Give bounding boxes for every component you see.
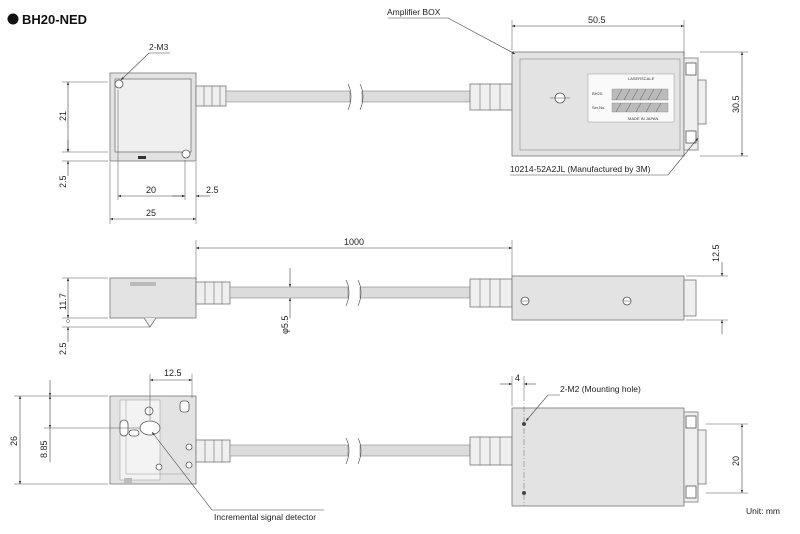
unit-label: Unit: mm [746,506,780,516]
dim-head-width-20: 20 [146,185,156,195]
cable-strain-relief-box [469,83,513,111]
dim-head-right-2-5: 2.5 [206,185,219,195]
box-label-plate: LASERSCALE BH20- Ser.No. MADE IN JAPAN [587,73,675,123]
dim-cable-diameter: φ5.5 [280,316,290,334]
dim-m2-offset-4: 4 [515,373,520,383]
amplifier-box-side [511,275,685,321]
bottom-view: 12.5 26 8.85 Incremental signal detector… [9,368,748,522]
title-bullet-icon [7,13,19,25]
dim-box-thickness-12-5: 12.5 [711,244,721,262]
detector-window-icon [139,420,161,436]
m2-hole-upper [522,422,526,426]
drawing-title: BH20-NED [22,12,87,27]
dim-box-width-50-5: 50.5 [588,15,606,25]
amplifier-box-bottom [511,407,685,507]
cable-top-left [225,90,351,103]
label-brand: LASERSCALE [628,76,655,81]
m3-hole-top-left [114,79,124,89]
sensor-head-window [114,78,192,153]
label-model: BH20- [592,91,604,96]
bottom-strain-relief-box [469,436,513,466]
m2-hole-lower [522,491,526,495]
head-detector-tip [143,317,157,328]
callout-incremental-detector: Incremental signal detector [214,512,316,522]
side-strain-relief-box [469,278,513,308]
callout-m2-holes: 2-M2 (Mounting hole) [560,384,641,394]
cable-break [347,83,364,111]
top-view: LASERSCALE BH20- Ser.No. MADE IN JAPAN 2… [58,7,748,224]
callout-amplifier-box: Amplifier BOX [387,7,441,17]
callout-connector: 10214-52A2JL (Manufactured by 3M) [510,164,651,174]
cable-strain-relief-head [195,85,227,107]
callout-m3-holes: 2-M3 [149,42,169,52]
dim-head-height-21: 21 [58,111,68,121]
side-cable-right [359,286,471,299]
side-strain-relief-head [195,281,231,305]
bottom-strain-relief-head [195,439,231,463]
dim-head-height-11-7: 11.7 [58,293,68,310]
bottom-cable-left [229,444,349,457]
dim-bottom-height-26: 26 [9,436,19,446]
dim-bottom-offset-8-85: 8.85 [39,440,49,458]
dim-m2-pitch-20: 20 [731,456,741,466]
dim-head-width-25: 25 [146,208,156,218]
dim-side-offset-2-5: 2.5 [58,342,68,355]
label-origin: MADE IN JAPAN [628,116,658,121]
bottom-cable-right [359,444,471,457]
dim-cable-length-1000: 1000 [344,237,364,247]
side-view: 1000 11.7 2.5 φ5.5 12.5 [58,237,728,355]
label-serial: Ser.No. [592,105,605,110]
dim-box-height-30-5: 30.5 [731,95,741,113]
dim-head-offset-2-5: 2.5 [58,175,68,188]
cable-top-right [361,90,471,103]
m3-hole-bottom-right [181,149,191,159]
dim-bottom-hole-12-5: 12.5 [164,368,182,378]
side-cable-left [229,286,349,299]
head-marker [138,156,146,159]
connector-side [683,279,697,317]
